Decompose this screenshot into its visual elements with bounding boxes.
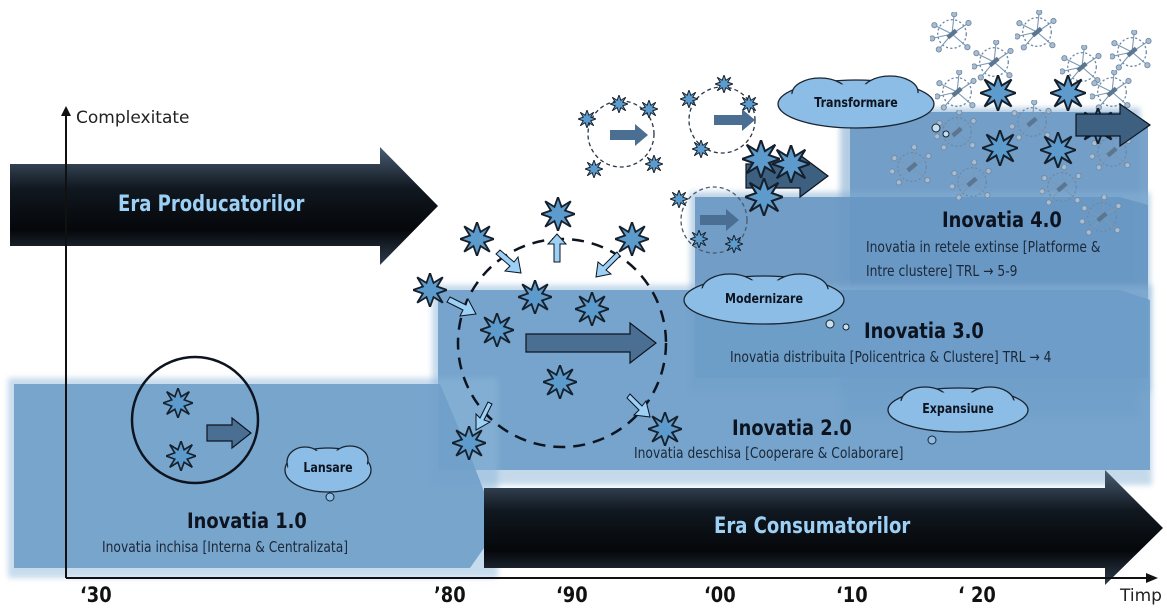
band-inovatia-1 <box>8 378 498 578</box>
x-axis-label: Timp <box>1120 586 1162 606</box>
tick-10: ‘10 <box>836 583 868 607</box>
y-axis-label: Complexitate <box>76 108 190 128</box>
stage-4-subtitle-line2: Intre clustere] TRL → 5-9 <box>866 262 1018 280</box>
extended-networks <box>890 10 1152 236</box>
open-innovation-circle <box>413 197 682 460</box>
cloud-lansare <box>284 445 372 502</box>
tick-20: ‘ 20 <box>958 583 996 607</box>
cloud-lansare-label: Lansare <box>303 461 353 476</box>
stage-1-title: Inovatia 1.0 <box>187 509 307 533</box>
stage-2-subtitle: Inovatia deschisa [Cooperare & Colaborar… <box>634 444 904 462</box>
tick-00: ‘00 <box>704 583 736 607</box>
cloud-expansiune <box>887 386 1029 445</box>
tick-80: ’80 <box>434 583 466 607</box>
distributed-clusters <box>578 75 829 254</box>
x-axis <box>66 573 1158 583</box>
cloud-modernizare-label: Modernizare <box>725 292 803 307</box>
era-producers-arrow <box>10 147 438 265</box>
stage-3-title: Inovatia 3.0 <box>864 319 984 343</box>
closed-innovation-circle <box>130 355 260 485</box>
stage-2-title: Inovatia 2.0 <box>732 416 852 440</box>
cloud-transformare <box>777 75 950 138</box>
era-consumers-arrow <box>484 470 1163 585</box>
tick-90: ‘90 <box>556 583 588 607</box>
tick-30: ‘30 <box>80 583 112 607</box>
era-producers-label: Era Producatorilor <box>118 192 305 217</box>
era-consumers-label: Era Consumatorilor <box>714 514 911 539</box>
stage-1-subtitle: Inovatia inchisa [Interna & Centralizata… <box>102 538 349 556</box>
y-axis <box>61 106 71 578</box>
stage-4-subtitle-line1: Inovatia in retele extinse [Platforme & <box>866 238 1101 256</box>
stage-3-subtitle: Inovatia distribuita [Policentrica & Clu… <box>730 348 1052 366</box>
cloud-transformare-label: Transformare <box>814 96 898 111</box>
cloud-expansiune-label: Expansiune <box>922 402 994 417</box>
cloud-modernizare <box>683 273 850 331</box>
stage-4-title: Inovatia 4.0 <box>942 208 1062 232</box>
